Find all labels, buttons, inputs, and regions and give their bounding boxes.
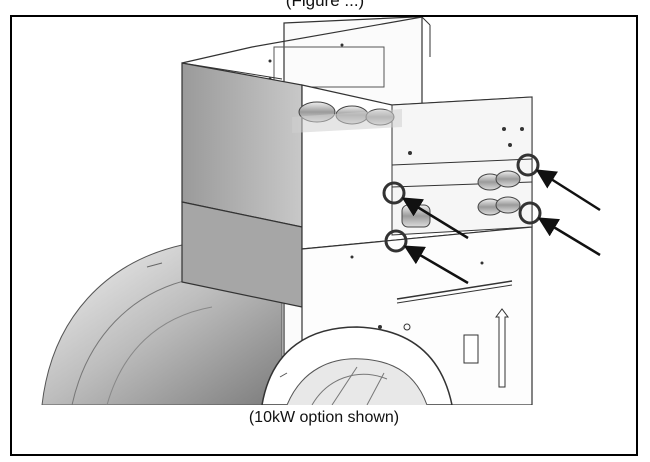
callout-circle-4 <box>384 229 408 253</box>
callout-circle-1 <box>516 153 540 177</box>
callout-circles <box>382 153 542 253</box>
callout-circle-2 <box>518 201 542 225</box>
figure-caption: (10kW option shown) <box>248 409 400 426</box>
heater-box-side <box>181 62 303 228</box>
callout-circle-3 <box>382 181 406 205</box>
callout-arrow-1 <box>535 169 601 212</box>
callout-arrows <box>401 169 601 285</box>
heater-assembly-illustration <box>41 17 601 405</box>
callout-arrow-2 <box>537 217 601 257</box>
callout-arrow-4 <box>403 245 469 285</box>
figure-top-caption: (Figure ...) <box>285 0 365 10</box>
callout-arrow-3 <box>401 197 469 240</box>
